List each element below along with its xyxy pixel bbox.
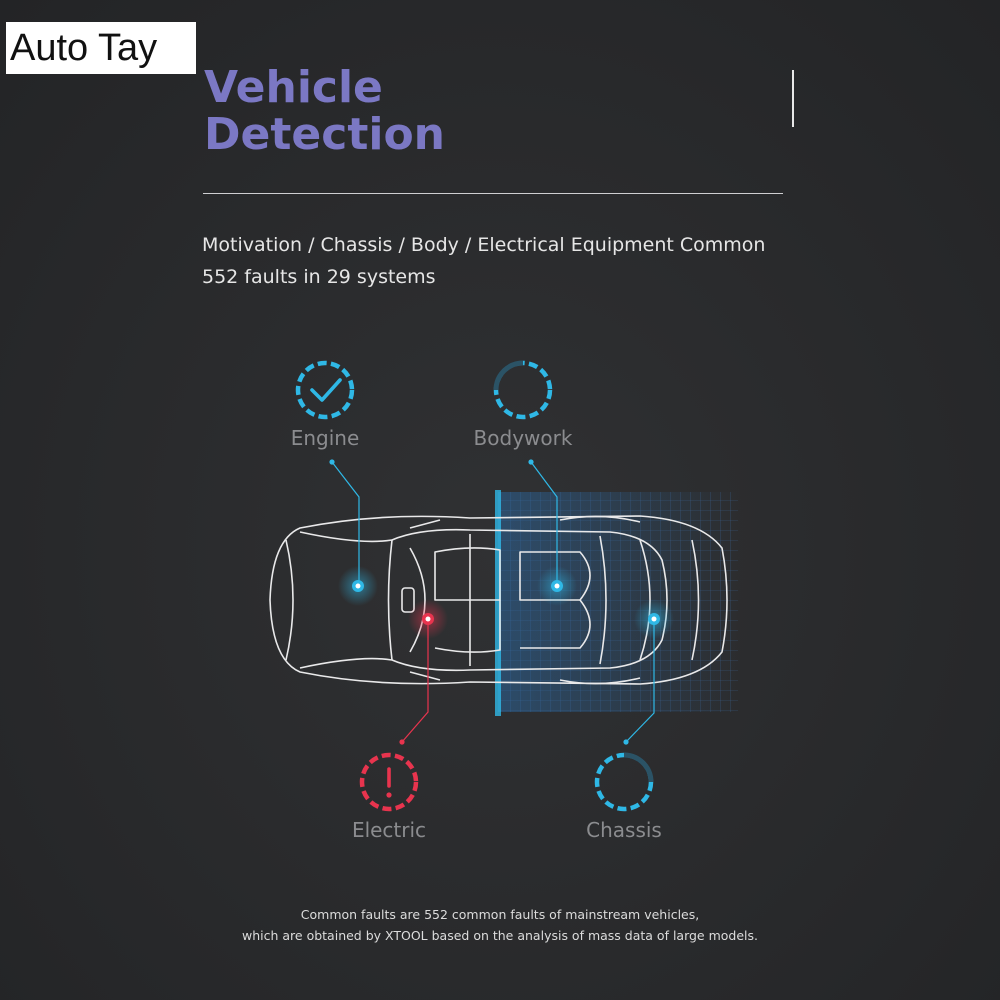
hotspot-engine: [338, 566, 378, 606]
title-line-1: Vehicle: [204, 62, 383, 113]
title-line-2: Detection: [204, 109, 445, 160]
hotspot-chassis: [634, 599, 674, 639]
subtitle-line-2: 552 faults in 29 systems: [202, 266, 436, 288]
check-icon: [295, 360, 355, 420]
pending-icon: [594, 752, 654, 812]
divider: [203, 193, 783, 194]
footnote-line-1: Common faults are 552 common faults of m…: [300, 907, 700, 922]
system-label-bodywork: Bodywork: [473, 426, 573, 450]
subtitle: Motivation / Chassis / Body / Electrical…: [202, 229, 802, 293]
page-title: Vehicle Detection: [204, 64, 604, 158]
pending-icon: [493, 360, 553, 420]
hotspot-electric: [408, 599, 448, 639]
watermark-logo: Auto Tay: [6, 22, 196, 74]
system-label-chassis: Chassis: [586, 818, 662, 842]
warning-icon: [359, 752, 419, 812]
hotspot-bodywork: [537, 566, 577, 606]
system-label-engine: Engine: [290, 426, 360, 450]
footnote-line-2: which are obtained by XTOOL based on the…: [242, 928, 758, 943]
leader-lines: [329, 459, 655, 745]
subtitle-line-1: Motivation / Chassis / Body / Electrical…: [202, 234, 766, 256]
system-label-electric: Electric: [351, 818, 427, 842]
footnote: Common faults are 552 common faults of m…: [150, 904, 850, 946]
decorative-bar: [792, 70, 794, 127]
